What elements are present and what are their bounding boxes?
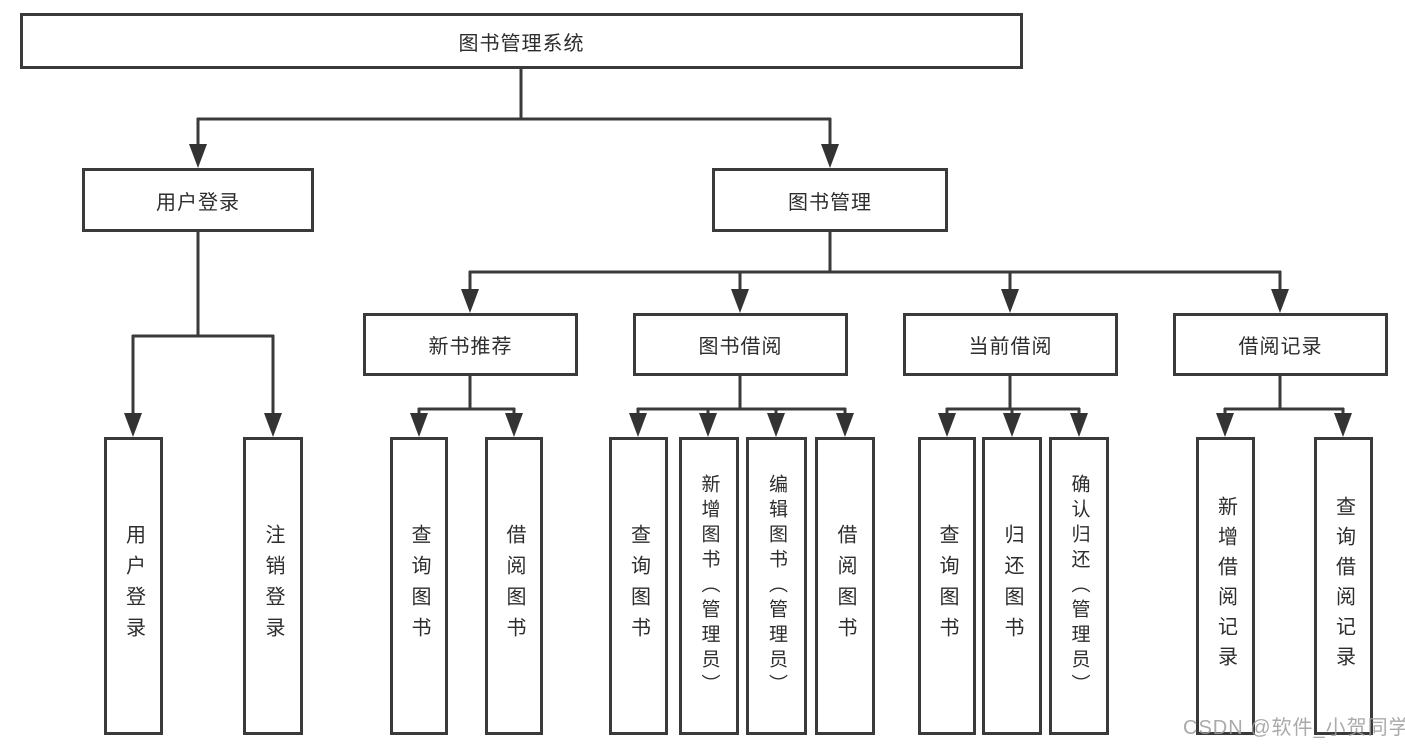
leaf-label: 查询图书: [627, 524, 650, 648]
leaf-label: 编辑图书（管理员）: [766, 473, 787, 699]
node-label: 图书管理: [788, 191, 872, 214]
leaf-cb-return-books: 归还图书: [982, 437, 1042, 735]
node-library-management-system: 图书管理系统: [20, 13, 1023, 69]
leaf-cb-query-books: 查询图书: [918, 437, 976, 735]
leaf-bb-borrow-books: 借阅图书: [815, 437, 875, 735]
leaf-br-add-borrow-record: 新增借阅记录: [1196, 437, 1255, 735]
node-label: 新书推荐: [428, 336, 513, 358]
leaf-nbr-query-books: 查询图书: [390, 437, 448, 735]
leaf-bb-add-books-admin: 新增图书（管理员）: [679, 437, 739, 735]
node-label: 用户登录: [156, 191, 240, 214]
node-current-borrowing: 当前借阅: [903, 313, 1118, 376]
leaf-bb-query-books: 查询图书: [609, 437, 668, 735]
node-label: 当前借阅: [968, 336, 1053, 358]
leaf-label: 借阅图书: [503, 524, 525, 648]
leaf-label: 查询借阅记录: [1332, 496, 1355, 676]
leaf-label: 注销登录: [262, 524, 284, 648]
node-borrowing-records: 借阅记录: [1173, 313, 1388, 376]
leaf-label: 查询图书: [408, 524, 430, 648]
leaf-label: 新增图书（管理员）: [698, 473, 720, 699]
leaf-nbr-borrow-books: 借阅图书: [485, 437, 543, 735]
node-label: 图书管理系统: [458, 32, 585, 55]
node-book-management: 图书管理: [712, 168, 948, 232]
leaf-label: 归还图书: [1001, 524, 1023, 648]
leaf-label: 借阅图书: [834, 524, 856, 648]
leaf-label: 新增借阅记录: [1214, 496, 1237, 676]
node-user-login: 用户登录: [82, 168, 314, 232]
node-label: 图书借阅: [698, 336, 783, 358]
leaf-user-login: 用户登录: [104, 437, 163, 735]
leaf-label: 用户登录: [122, 524, 145, 648]
node-new-book-recommendation: 新书推荐: [363, 313, 578, 376]
leaf-label: 查询图书: [936, 524, 958, 648]
node-book-borrowing: 图书借阅: [633, 313, 848, 376]
node-label: 借阅记录: [1238, 336, 1323, 358]
leaf-logout: 注销登录: [243, 437, 303, 735]
leaf-br-query-borrow-record: 查询借阅记录: [1314, 437, 1373, 735]
leaf-bb-edit-books-admin: 编辑图书（管理员）: [746, 437, 807, 735]
leaf-cb-confirm-return-admin: 确认归还（管理员）: [1049, 437, 1109, 735]
leaf-label: 确认归还（管理员）: [1068, 473, 1090, 699]
csdn-watermark: CSDN @软件_小贺同学: [1183, 717, 1405, 739]
